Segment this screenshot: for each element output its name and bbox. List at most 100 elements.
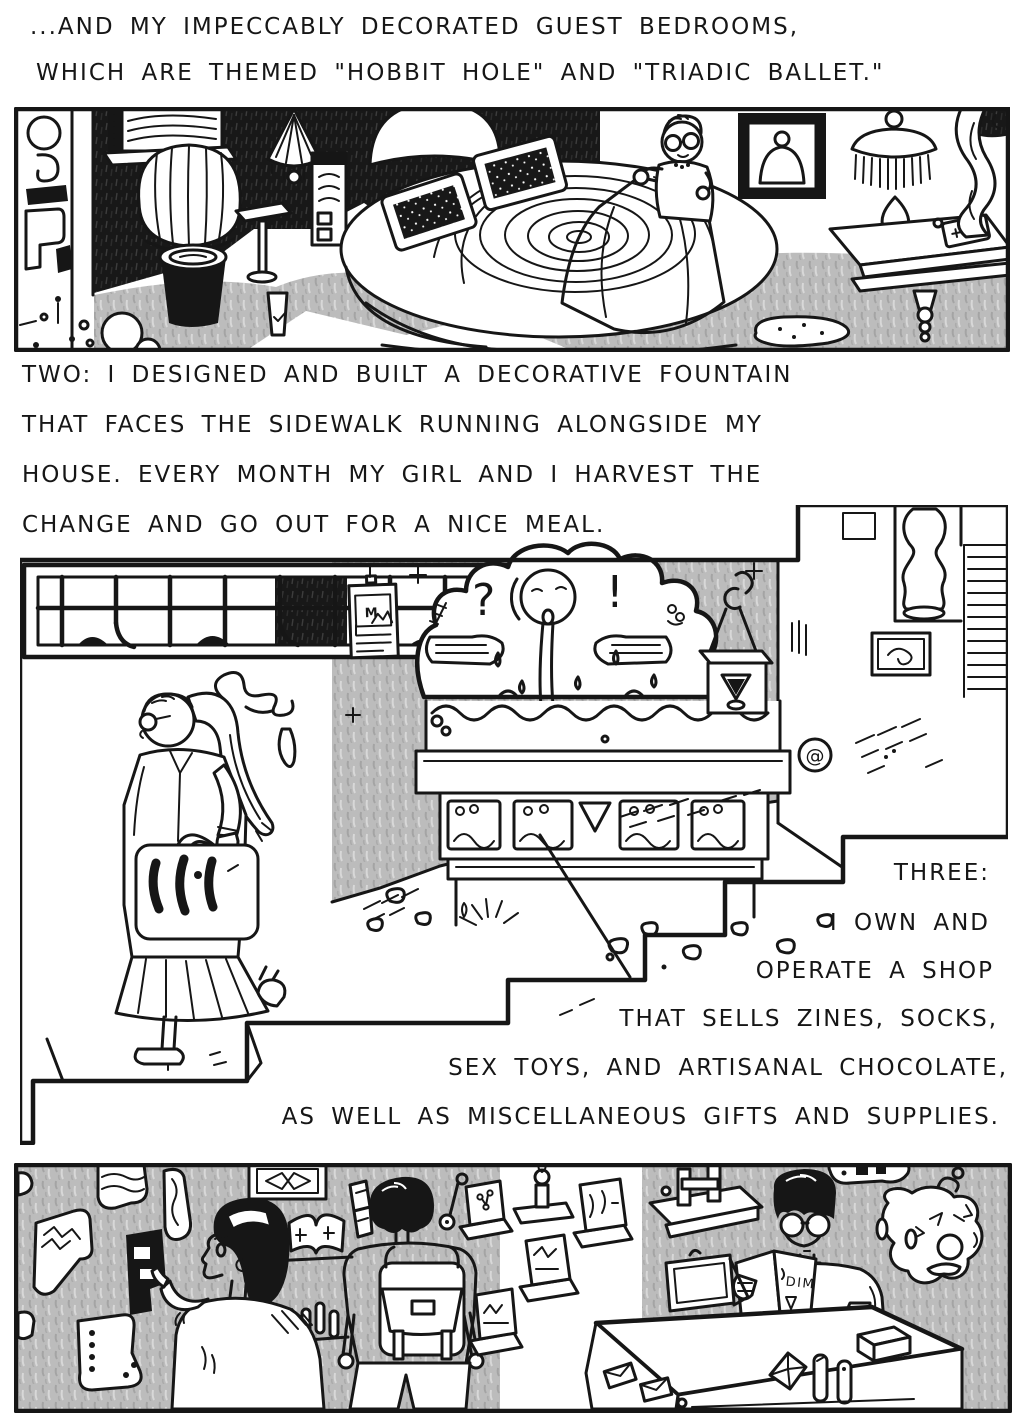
panel-border [14, 1163, 1012, 1413]
caption-intro-line-2: WHICH ARE THEMED "HOBBIT HOLE" AND "TRIA… [36, 60, 885, 86]
caption-three-line-2: I OWN AND [829, 910, 990, 936]
tube-products [812, 1353, 853, 1405]
tote-bag [134, 833, 260, 941]
hand-left [425, 634, 505, 666]
caption-two-line-3: HOUSE. EVERY MONTH MY GIRL AND I HARVEST… [22, 462, 763, 488]
flower-doodle [667, 604, 685, 626]
caption-two-line-4: CHANGE AND GO OUT FOR A NICE MEAL. [22, 512, 606, 538]
caption-two-line-2: THAT FACES THE SIDEWALK RUNNING ALONGSID… [22, 412, 763, 438]
glasses [805, 1212, 831, 1238]
glasses [779, 1212, 805, 1238]
headband [225, 1207, 273, 1231]
side-stool [234, 201, 293, 284]
window-blinds [963, 544, 1008, 698]
exclamation-mark: ! [606, 567, 624, 618]
fountain: ? ! [414, 541, 792, 927]
headboard [368, 107, 502, 167]
fringe-lamp [850, 107, 938, 239]
caption-three-line-6: AS WELL AS MISCELLANEOUS GIFTS AND SUPPL… [281, 1104, 1000, 1130]
hand [337, 1352, 355, 1370]
tablet-stand [664, 1248, 750, 1313]
portrait-frame [738, 113, 826, 199]
poster-letter: M [365, 606, 378, 621]
graffiti-squiggle [214, 671, 297, 768]
pleated-skirt [114, 955, 270, 1023]
ground-burst [459, 898, 519, 926]
zine: DIM [734, 1249, 818, 1325]
panel-bedroom [14, 107, 1010, 352]
pointing-arm [150, 1265, 210, 1326]
display-stands [438, 1172, 524, 1357]
panel-shop: DIM [14, 1163, 1012, 1413]
cup [266, 291, 289, 337]
vase-alcove [893, 505, 963, 623]
caption-three-line-1: THREE: [893, 860, 990, 886]
question-mark: ? [472, 575, 495, 626]
caption-three-line-3: OPERATE A SHOP [755, 958, 994, 984]
panel-border [14, 107, 1010, 352]
hand [632, 168, 650, 186]
envelope [602, 1361, 638, 1390]
wall-marks [791, 620, 807, 656]
gift-box [768, 1351, 808, 1391]
envelope [638, 1376, 674, 1403]
small-window [842, 512, 876, 540]
caption-intro-line-1: ...AND MY IMPECCABLY DECORATED GUEST BED… [30, 14, 799, 40]
mask-sculpture [875, 1166, 984, 1285]
fork-doodle [429, 602, 447, 628]
caption-two-line-1: TWO: I DESIGNED AND BUILT A DECORATIVE F… [22, 362, 793, 388]
floor-doodles [19, 296, 95, 348]
pedestal [438, 791, 770, 861]
glasses [138, 712, 158, 732]
legs-shoes [133, 965, 287, 1071]
carpet-dotted-blob [753, 315, 851, 348]
pillow [380, 172, 478, 252]
poster: M [347, 574, 400, 660]
floor-line [691, 1398, 915, 1408]
glasses [682, 132, 700, 150]
panel-border [20, 505, 1008, 1145]
basin [424, 699, 782, 753]
wall-tag: @ [797, 737, 833, 773]
house-wall-right: @ [791, 505, 1008, 773]
halo [509, 577, 521, 621]
lantern [698, 570, 774, 715]
ponytail [186, 691, 275, 837]
striped-armchair [137, 143, 242, 253]
steps-lines [45, 833, 632, 1083]
wall-art-frame [247, 1163, 328, 1201]
h-display [648, 1163, 764, 1239]
pedestal-display [512, 1163, 634, 1303]
floor-ball [100, 311, 144, 352]
chocolate-box [856, 1325, 912, 1363]
curtain [954, 107, 997, 239]
sparkles [345, 562, 763, 724]
hand [695, 185, 711, 201]
fringe [854, 154, 931, 190]
walking-woman [114, 691, 287, 1071]
base-slab [414, 749, 792, 795]
pointing-finger [150, 1265, 170, 1289]
framed-picture [870, 631, 932, 677]
black-planter [158, 243, 228, 327]
counter [584, 1248, 965, 1411]
sock-display [16, 1163, 192, 1392]
zine-title: DIM [785, 1275, 816, 1293]
glasses [664, 134, 682, 152]
sweater [170, 1296, 326, 1411]
backpack-customer [337, 1176, 485, 1411]
backpack [378, 1245, 466, 1361]
hand-right [593, 634, 673, 666]
plinth [446, 857, 764, 927]
panel-fountain: M ? ! [20, 505, 1008, 1145]
caption-three-line-5: SEX TOYS, AND ARTISANAL CHOCOLATE, [448, 1055, 1008, 1081]
blob-shelf [827, 1163, 911, 1185]
fountain-face [519, 568, 577, 626]
browsing-woman [150, 1197, 326, 1411]
caption-three-line-4: THAT SELLS ZINES, SOCKS, [619, 1006, 998, 1032]
pillow [472, 134, 568, 212]
water [494, 621, 658, 707]
person-making-bed [632, 114, 715, 223]
closet-door [14, 107, 95, 352]
